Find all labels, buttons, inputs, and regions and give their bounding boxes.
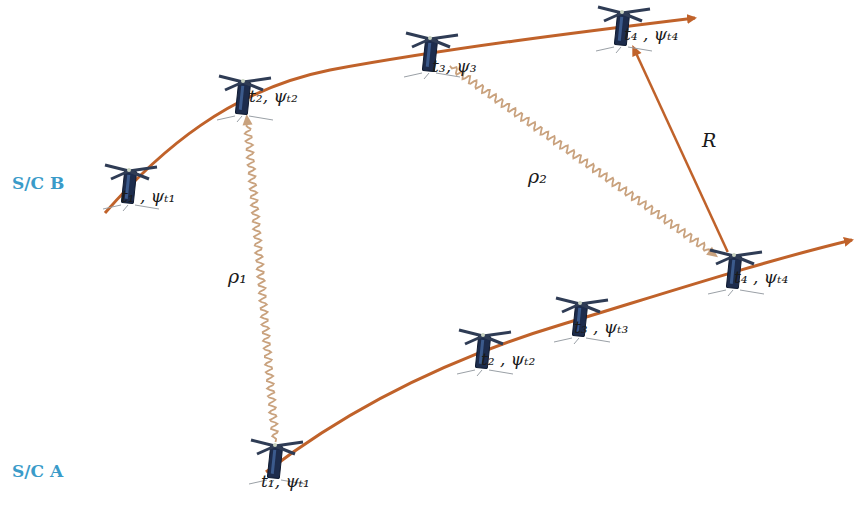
trajectory-a	[266, 240, 852, 472]
range-vector	[632, 45, 727, 252]
spacecraft-node: t₂ , ψₜ₂	[467, 332, 503, 368]
time-attitude-label: t₃, ψ₃	[432, 57, 477, 76]
signal-link	[243, 114, 278, 442]
connector-line	[245, 123, 278, 442]
connector-line	[450, 66, 711, 252]
spacecraft-node: t₂, ψₜ₂	[227, 78, 263, 114]
time-attitude-label: t₁, ψₜ₁	[261, 472, 310, 491]
trajectory-b	[105, 18, 695, 213]
spacecraft-node: t₁, ψₜ₁	[259, 442, 295, 478]
arrow-head	[632, 45, 641, 57]
signal-link	[450, 66, 718, 257]
spacecraft-node: t₃ , ψₜ₃	[564, 300, 600, 336]
spacecraft-node: t₄ , ψₜ₄	[718, 252, 754, 288]
time-attitude-label: t₄ , ψₜ₄	[624, 25, 678, 44]
time-attitude-label: t₂, ψₜ₂	[249, 87, 298, 106]
time-attitude-label: t₄ , ψₜ₄	[734, 268, 788, 287]
link-label: ρ₁	[228, 266, 247, 287]
spacecraft-label: S/C A	[12, 462, 63, 481]
spacecraft-node: t₁ , ψₜ₁	[113, 167, 149, 203]
spacecraft-node: t₃, ψ₃	[414, 35, 450, 71]
spacecraft-label: S/C B	[12, 174, 64, 193]
time-attitude-label: t₂ , ψₜ₂	[481, 350, 535, 369]
link-label: ρ₂	[528, 166, 547, 187]
arrow-head	[243, 114, 253, 125]
time-attitude-label: t₃ , ψₜ₃	[574, 318, 628, 337]
time-attitude-label: t₁ , ψₜ₁	[121, 187, 175, 206]
connector-line	[636, 53, 728, 252]
spacecraft-node: t₄ , ψₜ₄	[606, 9, 642, 45]
link-label: R	[702, 130, 716, 151]
